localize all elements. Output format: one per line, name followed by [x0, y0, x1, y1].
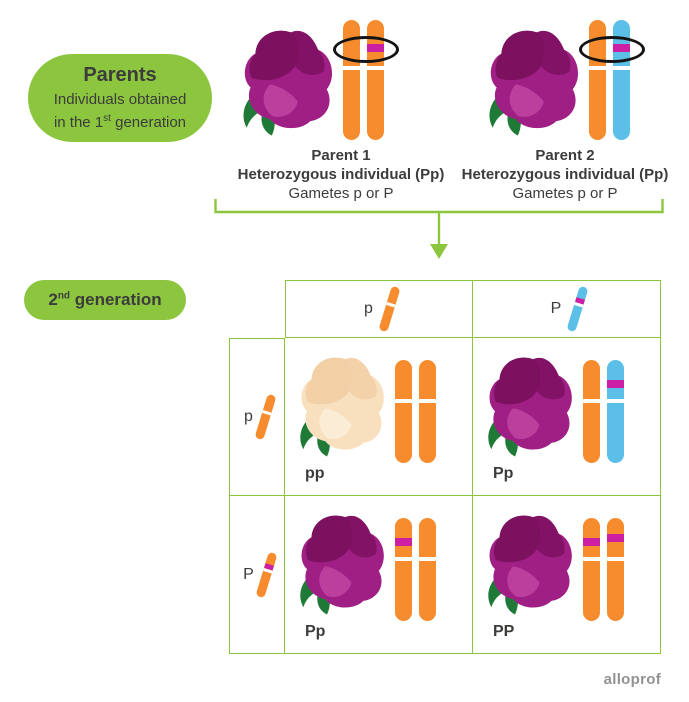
locus-highlight-oval-parent2	[579, 36, 645, 63]
parent2-caption: Parent 2 Heterozygous individual (Pp) Ga…	[450, 146, 680, 203]
grid-corner	[229, 280, 285, 338]
centromere-gap	[419, 557, 436, 562]
chromosome-orange	[419, 518, 436, 621]
chromosome-icon-P-blue	[566, 285, 589, 333]
centromere-gap	[261, 410, 272, 416]
parent1-flower	[240, 24, 346, 142]
parent1-caption: Parent 1 Heterozygous individual (Pp) Ga…	[226, 146, 456, 203]
centromere-gap	[395, 557, 412, 562]
chromosome-icon-p-orange	[378, 285, 401, 333]
allele-band	[607, 534, 624, 542]
parents-label-bubble: Parents Individuals obtained in the 1st …	[28, 54, 212, 142]
row-header-P-allele: P	[243, 565, 254, 583]
alloprof-logo: alloprof	[603, 671, 661, 688]
offspring-flower-purple	[485, 512, 585, 618]
col-header-p-allele: p	[364, 300, 373, 317]
centromere-gap	[589, 65, 606, 70]
centromere-gap	[607, 399, 624, 404]
offspring-flower-pale	[297, 354, 397, 460]
parent1-name: Parent 1	[311, 147, 371, 164]
chromosome-orange-banded	[395, 518, 412, 621]
generation-sup: nd	[57, 290, 71, 302]
parents-subtitle: Individuals obtained in the 1st generati…	[54, 90, 187, 132]
genotype-label: pp	[305, 465, 325, 482]
generation-word: generation	[70, 290, 162, 309]
parent2-name: Parent 2	[535, 147, 595, 164]
centromere-gap	[583, 557, 600, 562]
parent2-gametes: Gametes p or P	[512, 185, 618, 202]
centromere-gap	[385, 302, 396, 308]
parent2-flower	[486, 24, 592, 142]
parents-subtitle-sup: st	[103, 113, 111, 124]
punnett-cell-Pp-bottom: Pp	[285, 496, 473, 654]
chromosome-icon-p-orange	[254, 393, 277, 441]
centromere-gap	[419, 399, 436, 404]
generation-number: 2	[48, 290, 58, 309]
parent2-description: Heterozygous individual (Pp)	[461, 166, 669, 183]
col-header-P: P	[473, 280, 661, 338]
parents-subtitle-line1: Individuals obtained	[53, 91, 187, 108]
parent1-description: Heterozygous individual (Pp)	[237, 166, 445, 183]
genotype-label: Pp	[493, 465, 514, 482]
chromosome-blue-banded	[607, 360, 624, 463]
punnett-cell-Pp-top: Pp	[473, 338, 661, 496]
parent1-gametes: Gametes p or P	[288, 185, 394, 202]
locus-highlight-oval-parent1	[333, 36, 399, 63]
generation-label: 2nd generation	[48, 290, 161, 310]
row-header-P: P	[229, 496, 285, 654]
punnett-grid: p P p pp Pp P	[229, 280, 661, 654]
chromosome-orange	[395, 360, 412, 463]
offspring-flower-purple	[297, 512, 397, 618]
chromosome-orange-banded	[607, 518, 624, 621]
chromosome-orange-banded	[583, 518, 600, 621]
col-header-P-allele: P	[550, 300, 562, 317]
generation-label-bubble: 2nd generation	[24, 280, 186, 320]
col-header-p: p	[285, 280, 473, 338]
centromere-gap	[607, 557, 624, 562]
offspring-flower-purple	[485, 354, 585, 460]
centromere-gap	[343, 65, 360, 70]
punnett-cell-pp: pp	[285, 338, 473, 496]
chromosome-icon-P-orange-banded	[255, 551, 278, 598]
centromere-gap	[613, 65, 630, 70]
row-header-p-allele: p	[244, 408, 253, 425]
chromosome-orange	[583, 360, 600, 463]
centromere-gap	[583, 399, 600, 404]
genotype-label: Pp	[305, 623, 326, 640]
parents-title: Parents	[83, 64, 157, 86]
allele-band	[395, 538, 412, 546]
row-header-p: p	[229, 338, 285, 496]
allele-band	[583, 538, 600, 546]
chromosome-orange	[419, 360, 436, 463]
centromere-gap	[395, 399, 412, 404]
parents-subtitle-line2-end: generation	[110, 114, 187, 131]
centromere-gap	[367, 65, 384, 70]
punnett-cell-PP: PP	[473, 496, 661, 654]
genotype-label: PP	[493, 623, 515, 640]
allele-band	[607, 380, 624, 388]
cross-bracket-arrow	[214, 199, 664, 259]
parents-subtitle-line2: in the 1	[53, 114, 104, 131]
